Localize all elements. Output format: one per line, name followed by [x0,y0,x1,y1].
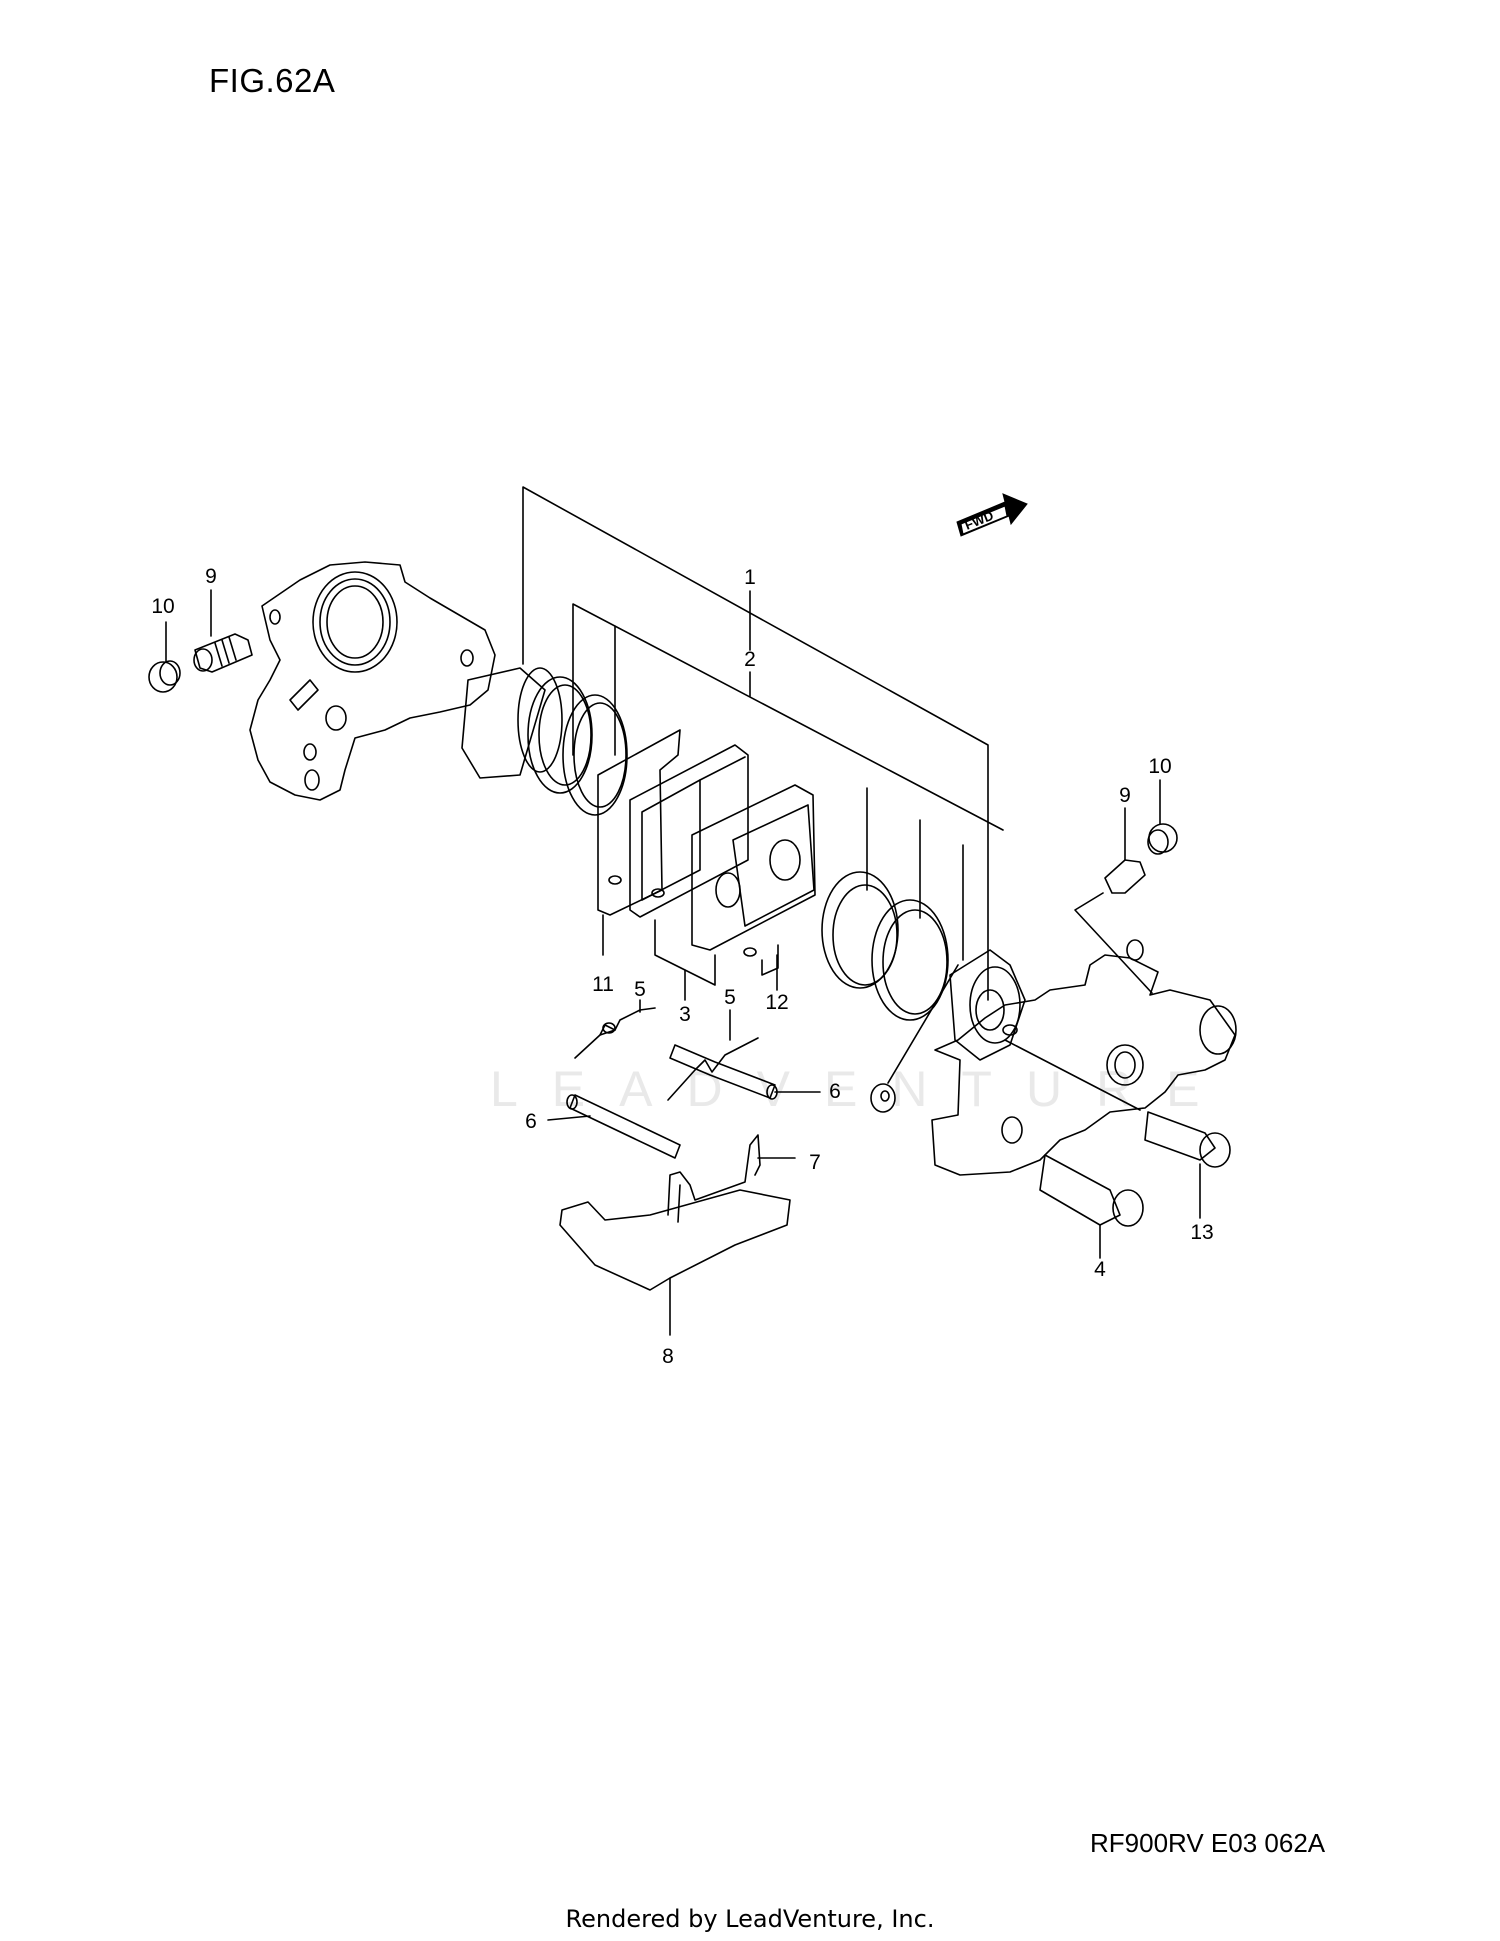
callout-5-right: 5 [724,986,736,1009]
callout-7: 7 [809,1151,821,1174]
right-piston-seals [821,871,949,1021]
callout-3: 3 [679,1003,691,1026]
callout-11: 11 [592,973,614,996]
callout-13: 13 [1190,1221,1214,1244]
left-piston [461,667,563,779]
callout-12: 12 [765,991,789,1014]
brake-pad-3 [629,744,749,1001]
model-code-label: RF900RV E03 062A [1090,1828,1326,1858]
brake-pad-12 [691,784,816,991]
right-piston [949,949,1026,1061]
caliper-cover-8 [559,1189,791,1336]
washer [870,964,959,1113]
pad-spring-7 [667,1134,796,1223]
callout-6-upper: 6 [829,1080,841,1103]
bleeder-valve-left [193,589,253,673]
pad-shim-11 [597,729,681,956]
right-caliper-body [931,939,1237,1176]
callout-10-right: 10 [1148,755,1172,778]
forward-direction-arrow-icon: FWD [955,490,1035,555]
pad-pin-6-lower [547,1094,681,1159]
slide-pin-bolt-4 [1039,1154,1144,1259]
callout-4: 4 [1094,1258,1106,1281]
render-credit: Rendered by LeadVenture, Inc. [565,1905,935,1933]
left-caliper-body [249,561,496,801]
mounting-bolt-13 [1144,1111,1231,1219]
bleeder-cap-right [1147,779,1178,855]
callout-10-left: 10 [151,595,175,618]
bleeder-cap-left [148,621,181,693]
callout-9-right: 9 [1119,784,1131,807]
callout-8: 8 [662,1345,674,1368]
left-piston-seals [527,676,628,816]
watermark-text: LEADVENTURE [490,1061,1234,1117]
callout-6-lower: 6 [525,1110,537,1133]
bleeder-valve-right [1074,807,1153,994]
pad-spring-5-right [667,1009,759,1101]
callout-5-left: 5 [634,978,646,1001]
pad-spring-5-left [574,999,656,1059]
callout-1: 1 [744,566,756,589]
pad-pin-6-upper [669,1044,821,1100]
figure-label: FIG.62A [209,62,336,99]
callout-2: 2 [744,648,756,671]
callout-9-left: 9 [205,565,217,588]
fwd-label: FWD [963,508,996,533]
